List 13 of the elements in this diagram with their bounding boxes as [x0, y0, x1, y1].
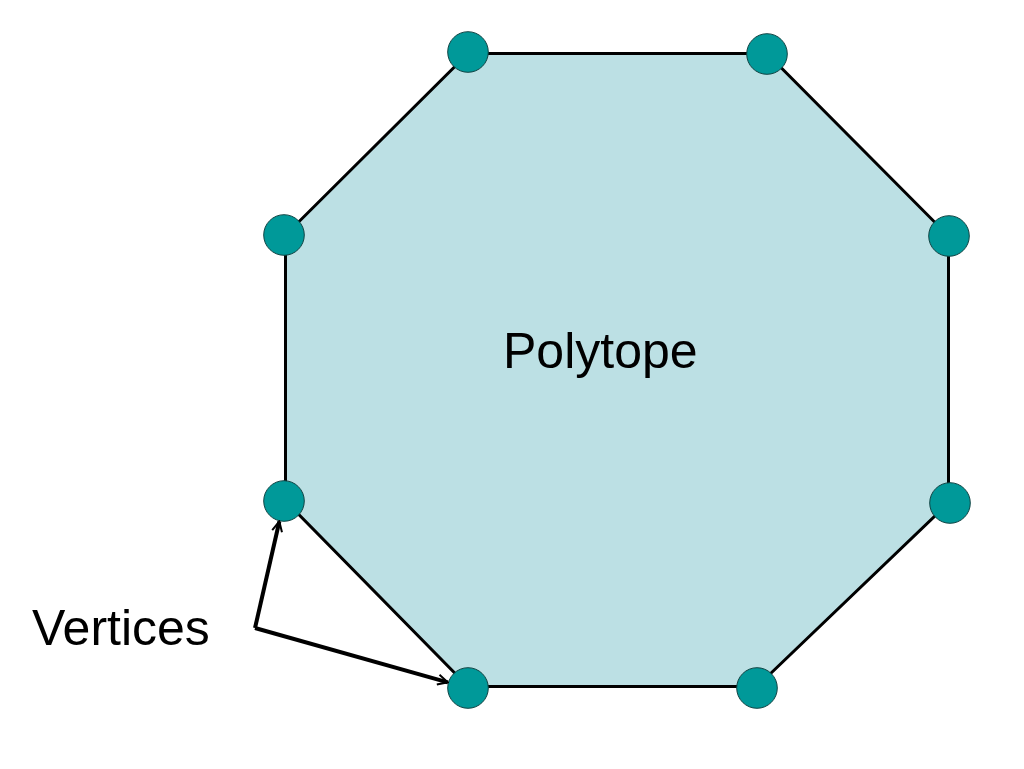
- vertex-dot: [746, 33, 788, 75]
- arrow: [253, 520, 283, 629]
- vertex-dot: [928, 215, 970, 257]
- vertex-dot: [263, 480, 305, 522]
- vertex-dot: [263, 214, 305, 256]
- vertex-dot: [447, 667, 489, 709]
- callout-label: Vertices: [32, 598, 255, 658]
- vertex-dot: [447, 31, 489, 73]
- octagon-shape: [284, 52, 950, 688]
- vertex-dot: [736, 667, 778, 709]
- vertex-dot: [929, 482, 971, 524]
- arrow: [254, 626, 449, 686]
- shape-label: Polytope: [503, 322, 698, 380]
